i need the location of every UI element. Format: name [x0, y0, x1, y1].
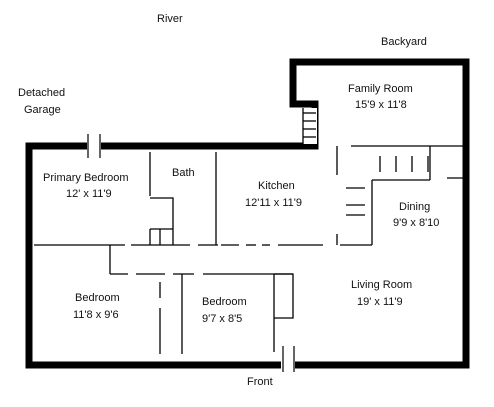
river-label: River — [157, 13, 183, 25]
garage-door-gap — [87, 140, 101, 152]
bedroom-1-size: 11'8 x 9'6 — [73, 309, 119, 321]
bedroom-2-size: 9'7 x 8'5 — [202, 313, 242, 325]
primary-bedroom-name: Primary Bedroom — [43, 172, 129, 184]
interior-walls — [34, 145, 466, 354]
family-room-size: 15'9 x 11'8 — [355, 99, 407, 111]
family-room-name: Family Room — [348, 83, 413, 95]
front-label: Front — [247, 376, 273, 388]
kitchen-size: 12'11 x 11'9 — [245, 197, 302, 209]
garage-label-line1: Detached — [18, 87, 65, 99]
backyard-label: Backyard — [381, 36, 427, 48]
family-stair-gap — [303, 108, 317, 144]
dining-size: 9'9 x 8'10 — [393, 217, 439, 229]
bedroom-2-name: Bedroom — [202, 296, 247, 308]
primary-bedroom-size: 12' x 11'9 — [66, 188, 112, 200]
garage-label-line2: Garage — [24, 104, 61, 116]
bath-name: Bath — [172, 167, 195, 179]
kitchen-name: Kitchen — [258, 180, 295, 192]
bedroom-1-name: Bedroom — [75, 292, 120, 304]
front-door-gap — [281, 359, 295, 371]
family-room-steps — [302, 108, 316, 144]
living-room-name: Living Room — [351, 279, 412, 291]
living-room-size: 19' x 11'9 — [357, 296, 403, 308]
door-jambs — [87, 134, 295, 372]
dining-name: Dining — [399, 201, 430, 213]
